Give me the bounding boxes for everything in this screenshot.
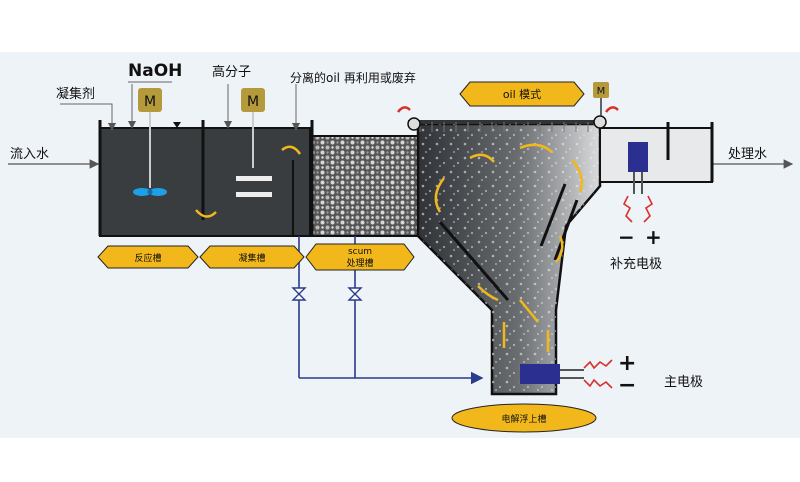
inflow-label: 流入水 (10, 147, 49, 162)
baffle-left (438, 221, 510, 301)
scum-tank (311, 135, 419, 237)
scum-tank-tag (305, 243, 415, 271)
valve-icon (347, 287, 363, 301)
sprocket-right-icon (593, 115, 607, 129)
coagulation-tank-label: 凝集槽 (238, 252, 265, 264)
reaction-coagulation-tank (99, 127, 311, 237)
spark-icon (583, 195, 654, 389)
plus-sign: + (618, 351, 636, 376)
main-electrode-label: 主电极 (664, 375, 703, 390)
paddle (236, 176, 272, 181)
flotation-tank-label: 电解浮上槽 (501, 413, 546, 425)
motor-icon: M (138, 88, 162, 112)
oil-mode-tag (459, 81, 585, 107)
coagulant-label: 凝集剂 (56, 86, 95, 102)
aux-electrode (628, 142, 648, 172)
oil-separation-label: 分离的oil 再利用或废弃 (290, 70, 416, 85)
naoh-label: NaOH (128, 61, 182, 81)
reaction-tank-label: 反应槽 (134, 252, 161, 264)
outflow-label: 处理水 (728, 147, 767, 162)
motor-icon: M (241, 88, 265, 112)
aux-electrode-label: 补充电极 (610, 256, 662, 272)
baffle-right (539, 183, 567, 247)
mixer-propeller-icon (133, 188, 167, 196)
minus-sign: − (618, 225, 635, 249)
scum-tank-label-line2: 处理槽 (346, 257, 373, 269)
reaction-tank-tag (97, 245, 199, 269)
svg-text:M: M (247, 94, 259, 110)
polymer-label: 高分子 (212, 64, 251, 80)
svg-text:M: M (144, 94, 156, 110)
flotation-tank-tag (451, 403, 597, 433)
flow-arrows (195, 143, 583, 352)
valve-icon (291, 287, 307, 301)
motor-icon: M (593, 82, 609, 98)
oil-mode-label: oil 模式 (503, 88, 541, 101)
coagulation-tank-tag (199, 245, 305, 269)
outlet-chamber (599, 127, 713, 183)
svg-text:M: M (597, 86, 606, 97)
plus-sign: + (645, 225, 662, 249)
sprocket-left-icon (407, 117, 421, 131)
minus-sign: − (618, 373, 636, 398)
main-electrode (520, 364, 560, 384)
scum-tank-label-line1: scum (348, 247, 372, 257)
paddle (236, 192, 272, 197)
